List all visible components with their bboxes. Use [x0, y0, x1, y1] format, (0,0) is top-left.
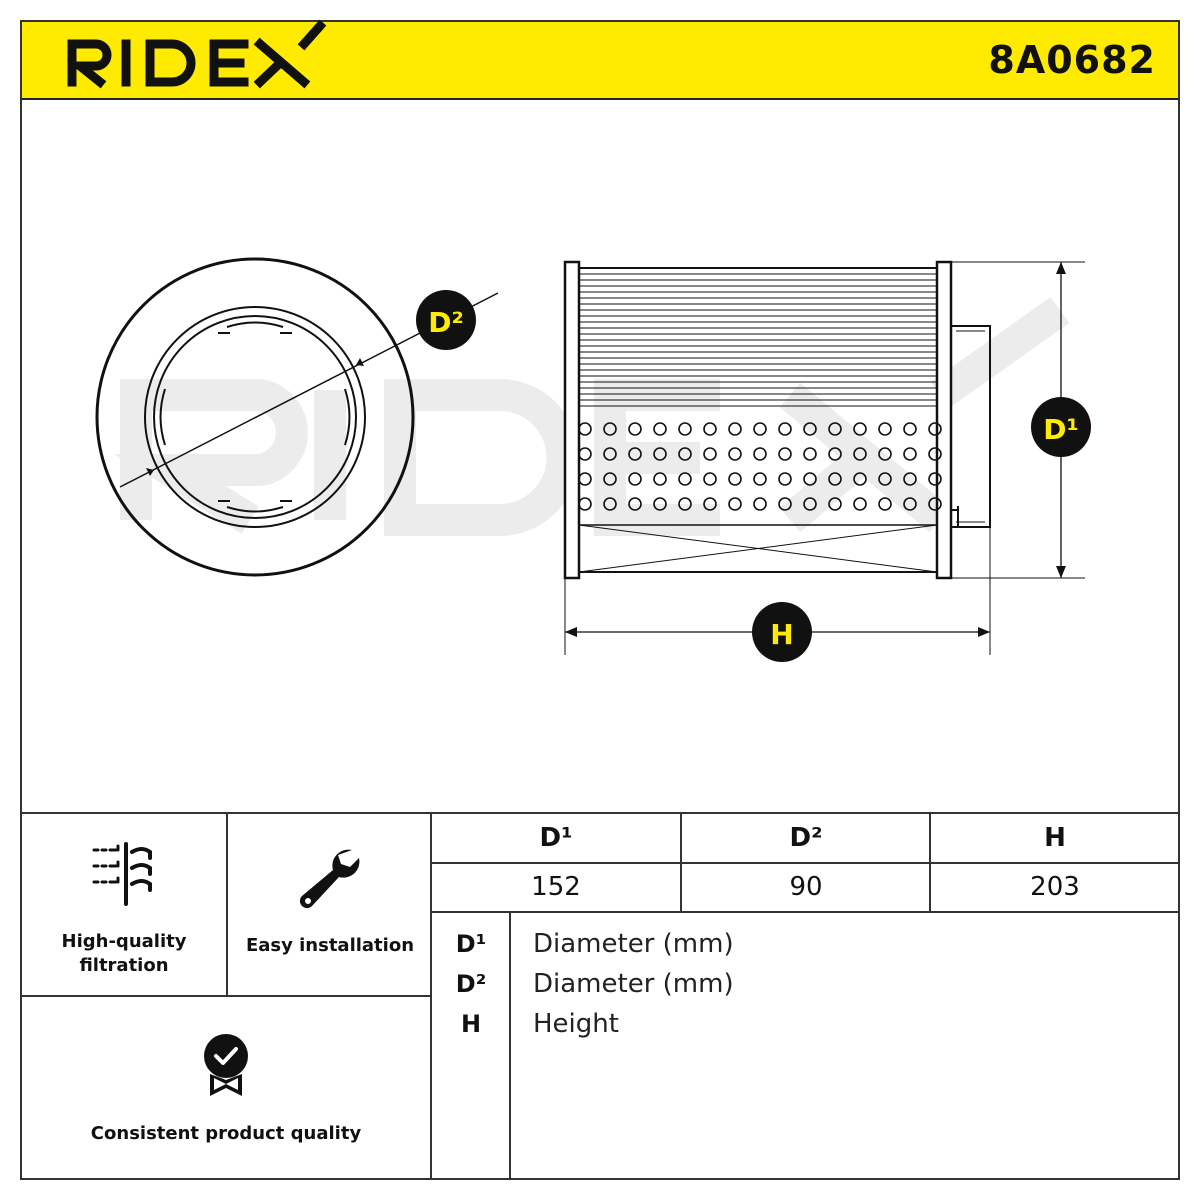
- perforation-hole: [728, 472, 742, 486]
- perforation-hole: [728, 447, 742, 461]
- spec-row-divider: [430, 862, 1180, 864]
- legend-divider: [509, 911, 511, 1180]
- ridex-watermark: [114, 296, 1070, 536]
- perforation-hole: [878, 472, 892, 486]
- perforation-hole: [803, 422, 817, 436]
- part-number: 8A0682: [988, 38, 1156, 82]
- perforation-hole: [678, 497, 692, 511]
- perforation-hole: [828, 497, 842, 511]
- perforation-hole: [628, 447, 642, 461]
- perforation-hole: [853, 447, 867, 461]
- perforation-hole: [803, 472, 817, 486]
- perforation-hole: [903, 422, 917, 436]
- filtration-icon: [92, 842, 152, 906]
- perforation-hole: [928, 422, 942, 436]
- perforation-hole: [728, 422, 742, 436]
- perforation-hole: [628, 422, 642, 436]
- perforation-hole: [653, 472, 667, 486]
- perforation-hole: [778, 472, 792, 486]
- perforation-hole: [903, 447, 917, 461]
- perforation-hole: [878, 447, 892, 461]
- perforation-hole: [603, 447, 617, 461]
- perforation-hole: [703, 447, 717, 461]
- perforation-hole: [828, 422, 842, 436]
- perforation-hole: [853, 472, 867, 486]
- perforation-hole: [578, 447, 592, 461]
- perforation-hole: [753, 497, 767, 511]
- perforation-hole: [803, 447, 817, 461]
- perforation-hole: [678, 472, 692, 486]
- perforation-hole: [653, 422, 667, 436]
- perforation-hole: [603, 497, 617, 511]
- perforation-hole: [853, 497, 867, 511]
- d2-label: D²: [428, 306, 464, 339]
- perforation-hole: [603, 472, 617, 486]
- spec-value-h: 203: [1030, 872, 1080, 902]
- perforation-hole: [928, 472, 942, 486]
- perforation-hole: [703, 497, 717, 511]
- legend-key-d2: D²: [455, 970, 487, 998]
- d1-label: D¹: [1043, 413, 1079, 446]
- filter-front-view: [95, 257, 499, 577]
- perforation-hole: [628, 472, 642, 486]
- perforation-hole: [578, 472, 592, 486]
- d1-marker: D¹: [1031, 397, 1091, 457]
- spec-header-h: H: [1044, 823, 1066, 853]
- perforation-hole: [628, 497, 642, 511]
- perforation-hole: [853, 422, 867, 436]
- spec-header-d2: D²: [789, 823, 823, 853]
- spec-value-d1: 152: [531, 872, 581, 902]
- perforation-hole: [578, 497, 592, 511]
- perforation-hole: [778, 447, 792, 461]
- spec-value-d2: 90: [789, 872, 823, 902]
- legend-desc-h: Height: [533, 1009, 619, 1039]
- h-label: H: [770, 618, 793, 651]
- technical-drawing: D² D¹: [95, 257, 1091, 662]
- wrench-icon: [299, 849, 360, 909]
- legend-key-h: H: [460, 1010, 482, 1038]
- legend-desc-d1: Diameter (mm): [533, 929, 734, 959]
- d2-marker: D²: [416, 290, 476, 350]
- perforation-hole: [678, 422, 692, 436]
- feature-filtration-label: High-quality filtration: [61, 931, 187, 976]
- perforation-hole: [903, 472, 917, 486]
- legend-desc-d2: Diameter (mm): [533, 969, 734, 999]
- perforation-hole: [778, 497, 792, 511]
- quality-badge-icon: [204, 1034, 248, 1096]
- ridex-logo: [67, 19, 327, 89]
- perforation-hole: [603, 422, 617, 436]
- perforation-hole: [778, 422, 792, 436]
- spec-bottom-divider: [430, 911, 1180, 913]
- perforation-hole: [678, 447, 692, 461]
- perforation-hole: [878, 422, 892, 436]
- divider-vertical-features: [226, 812, 228, 997]
- perforation-hole: [703, 422, 717, 436]
- perforation-hole: [928, 447, 942, 461]
- perforation-hole: [828, 447, 842, 461]
- perforation-hole: [753, 472, 767, 486]
- filter-side-view: [563, 260, 1085, 655]
- spec-header-d1: D¹: [539, 823, 573, 853]
- perforation-hole: [928, 497, 942, 511]
- header-bar: 8A0682: [20, 19, 1180, 100]
- feature-quality-label: Consistent product quality: [90, 1123, 362, 1144]
- perforation-hole: [903, 497, 917, 511]
- perforation-hole: [878, 497, 892, 511]
- perforation-hole: [728, 497, 742, 511]
- h-marker: H: [752, 602, 812, 662]
- divider-horizontal-main: [20, 812, 1180, 814]
- perforation-hole: [753, 447, 767, 461]
- perforation-hole: [578, 422, 592, 436]
- perforation-hole: [653, 497, 667, 511]
- divider-horizontal-features: [20, 995, 432, 997]
- legend-key-d1: D¹: [455, 930, 487, 958]
- perforation-hole: [703, 472, 717, 486]
- perforation-hole: [653, 447, 667, 461]
- perforation-hole: [803, 497, 817, 511]
- perforation-hole: [753, 422, 767, 436]
- perforation-hole: [828, 472, 842, 486]
- feature-installation-label: Easy installation: [245, 935, 415, 956]
